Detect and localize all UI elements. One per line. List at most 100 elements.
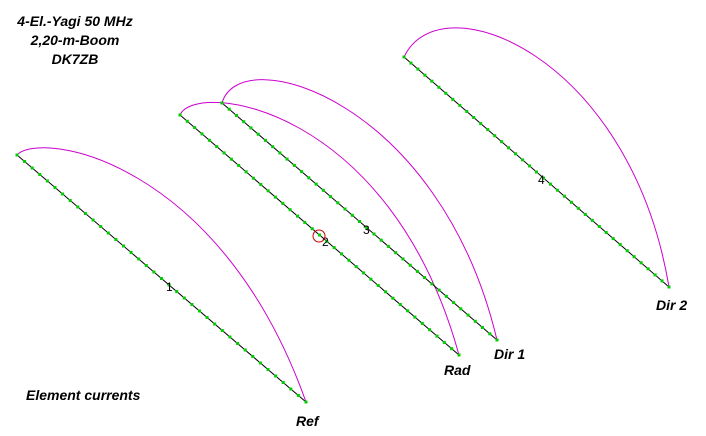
segment-marker [362, 271, 366, 275]
segment-marker [99, 225, 103, 228]
segment-marker [347, 258, 351, 262]
segment-marker [442, 340, 446, 344]
segment-marker [296, 394, 300, 397]
segment-marker [481, 326, 484, 329]
segment-marker [386, 244, 390, 248]
segment-marker [350, 213, 354, 217]
segment-marker [83, 212, 87, 215]
segment-marker [409, 61, 413, 65]
segment-marker [220, 329, 224, 332]
segment-marker [266, 189, 270, 193]
segment-marker [365, 226, 369, 230]
segment-marker [583, 212, 587, 216]
segment-marker [354, 265, 358, 269]
segment-marker [190, 303, 194, 306]
segment-marker [114, 238, 118, 241]
segment-marker [376, 284, 380, 287]
segment-marker [428, 328, 432, 332]
segment-marker [129, 251, 133, 254]
segment-marker [507, 146, 511, 150]
segment-marker [340, 252, 343, 256]
segment-marker [23, 160, 27, 163]
segment-marker [542, 176, 545, 180]
element-label-ref: Ref [296, 413, 319, 429]
segment-marker [646, 267, 650, 271]
segment-marker [660, 279, 664, 283]
segment-marker [281, 381, 285, 384]
segment-marker [292, 163, 296, 167]
segment-marker [406, 309, 410, 313]
segment-marker [466, 313, 470, 317]
segment-marker [500, 140, 504, 144]
segment-marker [391, 296, 395, 300]
segment-marker [465, 110, 469, 113]
segment-marker [343, 207, 347, 211]
current-curves [16, 27, 670, 403]
segment-marker [394, 251, 398, 255]
segment-marker [185, 119, 189, 123]
segment-marker [178, 113, 182, 117]
segment-marker [236, 342, 240, 345]
title-line-3: DK7ZB [51, 51, 99, 67]
segment-marker [207, 138, 211, 142]
segment-marker [632, 255, 636, 259]
segment-marker [408, 263, 412, 267]
current-curve-1 [16, 147, 307, 403]
segment-marker [244, 170, 248, 174]
segment-marker [562, 194, 566, 198]
segment-marker [618, 243, 622, 247]
segment-marker [213, 322, 217, 326]
segment-marker [167, 283, 171, 287]
element-number-3: 3 [363, 223, 370, 237]
segment-marker [160, 277, 163, 280]
segment-marker [413, 315, 417, 319]
segment-marker [401, 257, 405, 261]
segment-marker [384, 290, 388, 294]
segment-marker [281, 201, 285, 205]
segment-marker [274, 374, 278, 378]
segment-marker [205, 316, 209, 319]
segment-marker [372, 232, 376, 236]
element-number-1: 1 [166, 280, 173, 294]
segment-marker [229, 157, 233, 161]
segment-marker [215, 145, 219, 149]
segment-marker [53, 186, 57, 189]
segment-marker [653, 273, 657, 277]
segment-marker [235, 114, 238, 117]
segment-marker [369, 277, 373, 281]
segment-marker [472, 116, 476, 119]
segment-marker [68, 199, 72, 202]
segment-marker [314, 182, 318, 186]
segment-marker [263, 138, 267, 142]
segment-marker [358, 220, 361, 223]
segment-marker [237, 164, 241, 167]
segment-marker [548, 182, 552, 186]
segment-marker [242, 120, 246, 124]
segment-marker [285, 157, 289, 161]
segment-marker [251, 176, 255, 180]
segment-marker [435, 334, 439, 338]
segment-marker [569, 200, 573, 204]
segment-marker [430, 282, 434, 286]
segment-marker [444, 91, 448, 95]
segment-marker [488, 332, 492, 336]
title-line-2: 2,20-m-Boom [30, 32, 120, 48]
segment-marker [45, 179, 49, 183]
segment-marker [288, 208, 292, 212]
segment-marker [122, 244, 125, 248]
element-label-dir1: Dir 1 [494, 346, 526, 362]
segment-marker [243, 348, 247, 352]
segment-marker [521, 158, 525, 162]
segment-marker [458, 103, 462, 107]
element-numbers: 1 2 3 4 [166, 173, 545, 294]
segment-marker [259, 183, 263, 186]
element-label-dir2: Dir 2 [656, 297, 688, 313]
segment-marker [249, 126, 253, 130]
element-number-2: 2 [322, 235, 329, 249]
segment-marker [278, 151, 282, 155]
element-number-4: 4 [538, 173, 545, 187]
segment-marker [228, 335, 232, 339]
segment-marker [479, 122, 483, 126]
